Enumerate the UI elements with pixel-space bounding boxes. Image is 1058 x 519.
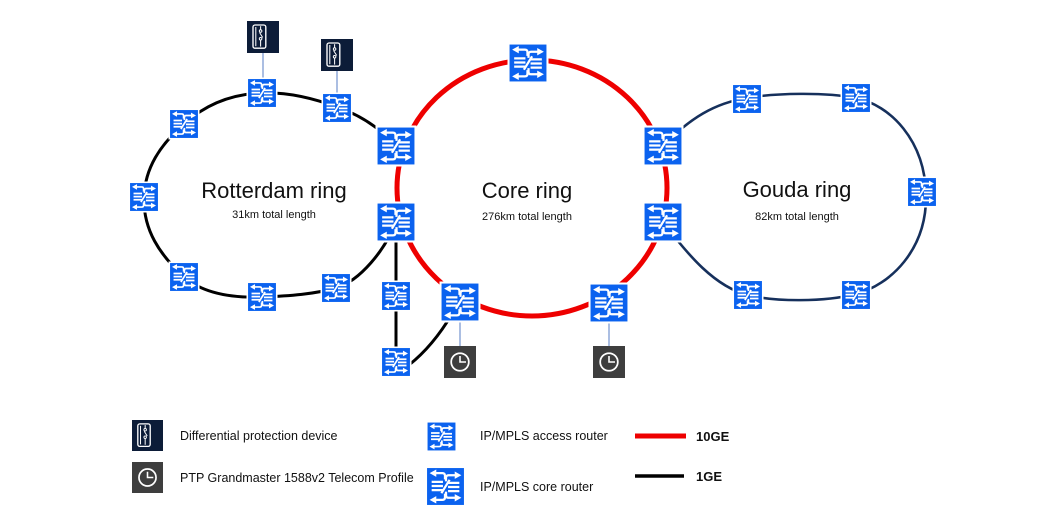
access-router-icon — [128, 181, 160, 213]
access-router-icon — [426, 421, 457, 452]
core-ring-subtitle: 276km total length — [482, 211, 572, 223]
diff-protection-icon — [247, 21, 279, 53]
legend-label-10ge: 10GE — [696, 429, 730, 444]
rotterdam-ring-subtitle: 31km total length — [232, 209, 316, 221]
core-router-icon — [425, 466, 466, 507]
access-router-icon — [732, 279, 764, 311]
access-router-icon — [168, 261, 200, 293]
access-router-icon — [246, 281, 278, 313]
access-router-icon — [320, 272, 352, 304]
gouda-ring-subtitle: 82km total length — [755, 211, 839, 223]
clock-icon — [444, 346, 476, 378]
access-router-icon — [380, 280, 412, 312]
clock-icon — [132, 462, 163, 493]
access-router-icon — [840, 82, 872, 114]
device-connectors — [262, 53, 610, 347]
legend-label-1ge: 1GE — [696, 469, 722, 484]
legend: Differential protection device PTP Grand… — [132, 420, 730, 507]
legend-label-access-router: IP/MPLS access router — [480, 429, 608, 443]
legend-label-core-router: IP/MPLS core router — [480, 480, 593, 494]
core-router-icon — [507, 42, 549, 84]
rotterdam-ring-title: Rotterdam ring — [201, 178, 347, 203]
access-router-icon — [380, 346, 412, 378]
access-router-icon — [731, 83, 763, 115]
gouda-ring-title: Gouda ring — [743, 177, 852, 202]
access-router-icon — [321, 92, 353, 124]
access-router-icon — [840, 279, 872, 311]
core-router-icon — [642, 125, 684, 167]
core-router-icon — [375, 201, 417, 243]
core-ring-title: Core ring — [482, 178, 572, 203]
access-router-icon — [246, 77, 278, 109]
clock-icon — [593, 346, 625, 378]
core-router-icon — [439, 281, 481, 323]
core-router-icon — [642, 201, 684, 243]
core-router-icon — [588, 282, 630, 324]
legend-label-diff-protection: Differential protection device — [180, 429, 338, 443]
core-router-icon — [375, 125, 417, 167]
access-router-icon — [906, 176, 938, 208]
diff-protection-icon — [132, 420, 163, 451]
diff-protection-icon — [321, 39, 353, 71]
access-router-icon — [168, 108, 200, 140]
legend-label-ptp-grandmaster: PTP Grandmaster 1588v2 Telecom Profile — [180, 471, 414, 485]
